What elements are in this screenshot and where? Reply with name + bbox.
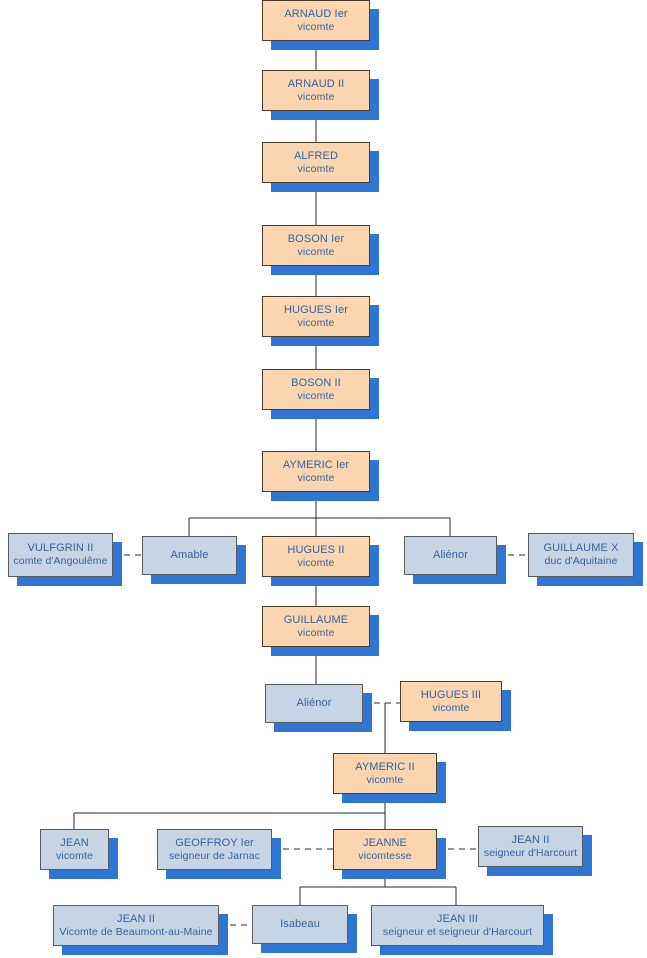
person-name: Isabeau [280,918,320,931]
person-name: BOSON II [291,376,341,389]
person-title: vicomte [297,389,335,402]
person-title: comte d'Angoulême [13,555,108,568]
person-name: ARNAUD Ier [284,7,348,20]
person-name: AYMERIC Ier [282,458,350,471]
person-name: GEOFFROY Ier [175,836,254,849]
person-title: Vicomte de Beaumont-au-Maine [59,925,213,938]
person-name: HUGUES III [420,688,482,701]
person-title: seigneur et seigneur d'Harcourt [382,925,533,938]
person-node-alienor2[interactable]: Aliénor [265,684,363,723]
person-name: JEAN II [511,833,550,846]
person-name: HUGUES Ier [284,303,348,316]
person-name: VULFGRIN II [27,542,94,555]
person-name: JEAN [60,836,89,849]
person-title: vicomte [297,626,335,639]
person-title: vicomte [366,773,404,786]
person-title: vicomte [297,556,335,569]
person-name: JEAN III [436,912,479,925]
person-node-isabeau[interactable]: Isabeau [252,905,348,944]
person-name: JEANNE [363,836,407,849]
person-title: vicomte [297,20,335,33]
person-name: JEAN II [117,912,155,925]
person-title: vicomte [432,701,470,714]
person-title: vicomte [56,849,93,862]
person-title: vicomtesse [358,849,412,862]
person-name: GUILLAUME [283,613,349,626]
person-name: Aliénor [433,549,468,562]
person-name: ARNAUD II [287,77,345,90]
person-name: GUILLAUME X [543,542,619,555]
person-name: Aliénor [296,697,332,710]
person-title: vicomte [297,162,335,175]
person-title: vicomte [297,471,335,484]
person-name: Amable [170,549,209,562]
person-node-amable[interactable]: Amable [142,536,237,575]
person-name: HUGUES II [287,543,345,556]
person-name: AYMERIC II [355,760,415,773]
person-node-alienor1[interactable]: Aliénor [404,536,497,575]
person-title: vicomte [297,245,335,258]
person-title: vicomte [297,90,335,103]
person-title: seigneur de Jarnac [168,849,261,862]
person-title: duc d'Aquitaine [544,555,618,568]
person-title: seigneur d'Harcourt [483,846,578,859]
person-title: vicomte [297,316,335,329]
person-name: ALFRED [294,149,338,162]
person-name: BOSON Ier [287,232,345,245]
